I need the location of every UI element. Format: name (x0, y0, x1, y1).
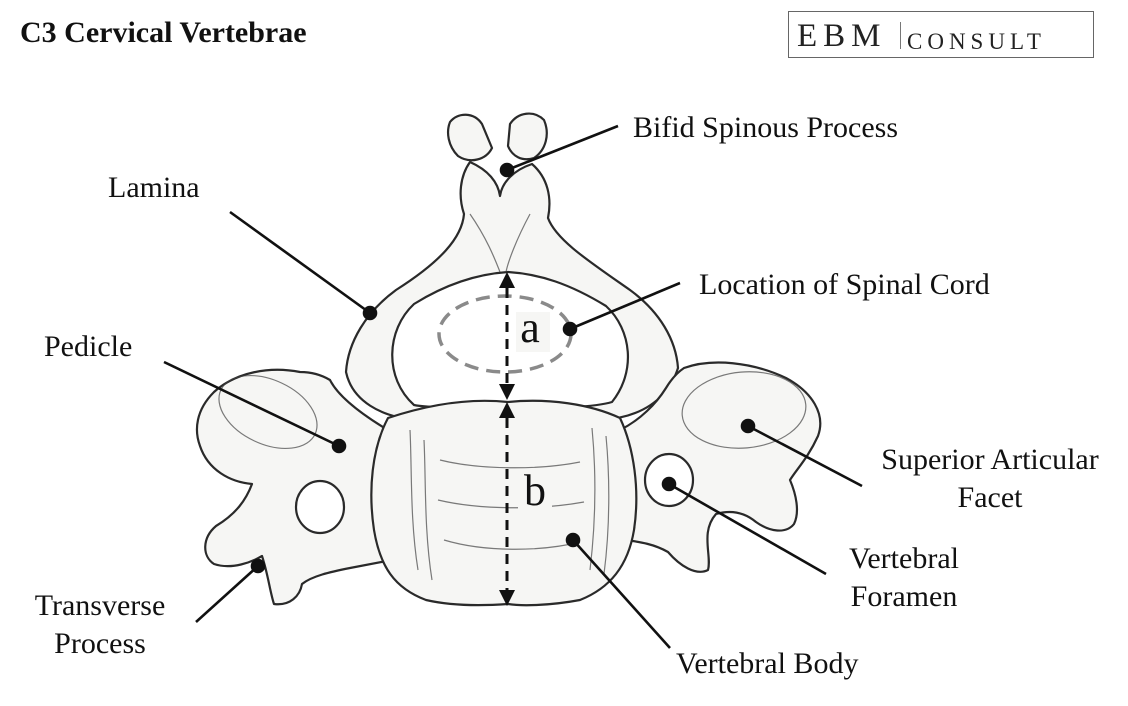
measure-b-bg (518, 472, 552, 514)
leader-spinal-cord (569, 281, 681, 331)
leader-dot-body (565, 532, 581, 548)
label-spinal-cord: Location of Spinal Cord (699, 268, 990, 301)
leader-dot-pedicle (331, 438, 347, 454)
leader-body (572, 539, 671, 649)
leader-spinous (506, 124, 619, 172)
label-foramen-line1: Vertebral (849, 542, 959, 575)
label-transverse-process: Transverse Process (20, 587, 180, 663)
label-transverse-line2: Process (54, 627, 146, 660)
measure-b-arrow (499, 402, 515, 606)
leader-pedicle (163, 360, 340, 448)
ebm-consult-logo: EBM CONSULT (788, 11, 1094, 58)
leader-lamina (229, 210, 371, 315)
left-transverse-foramen (294, 479, 346, 535)
leader-dot-transverse (250, 558, 266, 574)
label-vertebral-body: Vertebral Body (676, 647, 859, 680)
logo-ebm-text: EBM (797, 18, 887, 54)
vertebral-body-shape (370, 399, 638, 607)
label-pedicle: Pedicle (44, 330, 133, 363)
label-vertebral-foramen: Vertebral Foramen (826, 540, 982, 616)
label-bifid-spinous-process: Bifid Spinous Process (633, 111, 899, 144)
right-facet-surface (681, 371, 807, 449)
leader-foramen (668, 482, 827, 576)
label-foramen-line2: Foramen (850, 580, 958, 613)
label-facet-line2: Facet (957, 481, 1023, 514)
spinous-tip-right (506, 112, 548, 161)
leader-transverse (195, 565, 259, 623)
label-transverse-line1: Transverse (34, 589, 166, 622)
leader-dot-foramen (661, 476, 677, 492)
leader-dot-spinal-cord (562, 321, 578, 337)
measure-a-arrow (499, 272, 515, 400)
measure-a-label: a (520, 303, 540, 352)
leader-dot-facet (740, 418, 756, 434)
label-superior-articular-facet: Superior Articular Facet (858, 441, 1122, 517)
label-lamina: Lamina (108, 171, 200, 204)
logo-divider (900, 22, 901, 49)
figure-title: C3 Cervical Vertebrae (20, 16, 307, 49)
spinal-cord-outline (437, 294, 573, 374)
leader-dot-spinous (499, 162, 515, 178)
measure-a-bg (516, 312, 550, 352)
neural-arch (344, 160, 680, 422)
spinous-tip-left (447, 113, 494, 162)
leader-dot-lamina (362, 305, 378, 321)
label-facet-line1: Superior Articular (881, 443, 1099, 476)
measure-b-label: b (524, 466, 546, 515)
logo-consult-text: CONSULT (907, 29, 1046, 54)
leader-facet (747, 424, 863, 488)
